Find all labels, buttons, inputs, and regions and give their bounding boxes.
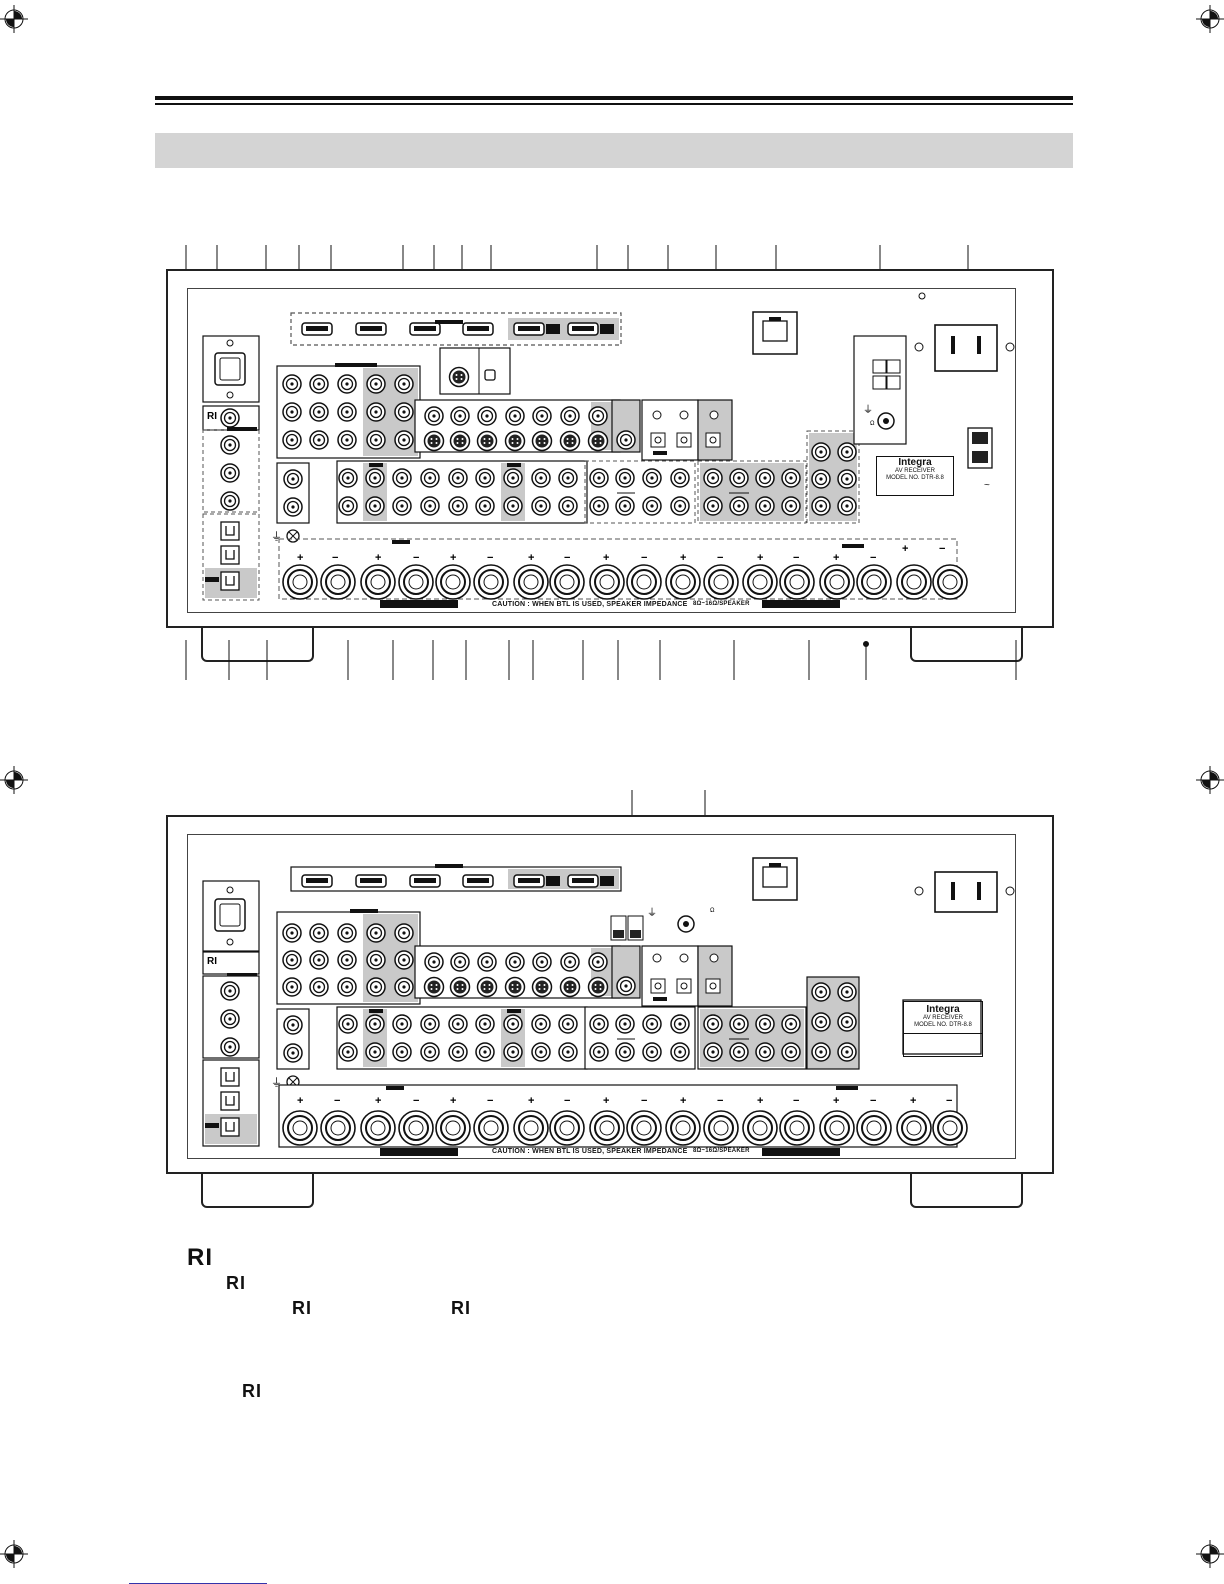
rear-panel-1-inner bbox=[187, 288, 1016, 613]
svg-text:−: − bbox=[717, 552, 723, 564]
svg-text:+: + bbox=[375, 1095, 381, 1107]
svg-text:+: + bbox=[603, 1095, 609, 1107]
brand-logo: Integra bbox=[898, 457, 932, 468]
ohm-label-2: Ω bbox=[710, 908, 715, 914]
registration-mark-icon bbox=[0, 766, 28, 794]
registration-mark-icon bbox=[0, 1540, 28, 1568]
panel-2-foot-left bbox=[201, 1174, 314, 1208]
svg-text:−: − bbox=[487, 1095, 493, 1107]
svg-text:+: + bbox=[528, 552, 534, 564]
svg-text:−: − bbox=[334, 1095, 340, 1107]
svg-text:+: + bbox=[757, 552, 763, 564]
svg-text:−: − bbox=[793, 552, 799, 564]
brand-logo-2: Integra bbox=[926, 1004, 960, 1015]
svg-text:⏚: ⏚ bbox=[271, 530, 282, 543]
model-label-line1: AV RECEIVER bbox=[895, 468, 935, 474]
svg-text:+: + bbox=[375, 552, 381, 564]
btl-caution-text: CAUTION : WHEN BTL IS USED, SPEAKER IMPE… bbox=[492, 601, 688, 608]
header-rule-thick bbox=[155, 96, 1073, 100]
ohm-label: Ω bbox=[870, 421, 875, 427]
svg-text:−: − bbox=[946, 1095, 952, 1107]
svg-text:+: + bbox=[297, 552, 303, 564]
svg-text:+: + bbox=[680, 552, 686, 564]
svg-text:+: + bbox=[528, 1095, 534, 1107]
svg-text:−: − bbox=[564, 1095, 570, 1107]
svg-text:−: − bbox=[413, 552, 419, 564]
svg-text:+: + bbox=[297, 1095, 303, 1107]
svg-text:RI: RI bbox=[207, 956, 217, 967]
btl-impedance-text: 8Ω~16Ω/SPEAKER bbox=[693, 601, 750, 607]
svg-text:+: + bbox=[680, 1095, 686, 1107]
callout-lines-top bbox=[185, 245, 969, 269]
registration-mark-icon bbox=[1196, 5, 1224, 33]
ri-logo-icon: RI bbox=[242, 1381, 262, 1401]
svg-text:−: − bbox=[641, 552, 647, 564]
svg-text:+: + bbox=[757, 1095, 763, 1107]
btl-caution-text-2: CAUTION : WHEN BTL IS USED, SPEAKER IMPE… bbox=[492, 1148, 688, 1155]
ri-logo-icon: RI bbox=[451, 1298, 471, 1318]
svg-text:+: + bbox=[833, 1095, 839, 1107]
callout-lines-bottom bbox=[185, 640, 1017, 680]
svg-text:−: − bbox=[487, 552, 493, 564]
rear-panel-2-inner bbox=[187, 834, 1016, 1159]
svg-text:−: − bbox=[641, 1095, 647, 1107]
section-heading-band bbox=[155, 133, 1073, 168]
svg-text:⏚: ⏚ bbox=[863, 404, 873, 416]
svg-text:RI: RI bbox=[207, 411, 217, 422]
svg-text:⏚: ⏚ bbox=[271, 1076, 282, 1089]
panel-1-foot-right bbox=[910, 628, 1023, 662]
svg-text:−: − bbox=[793, 1095, 799, 1107]
registration-mark-icon bbox=[1196, 1540, 1224, 1568]
svg-text:−: − bbox=[332, 552, 338, 564]
svg-text:−: − bbox=[939, 543, 945, 555]
panel-2-connectors: RI ⏚ ⏚ Ω bbox=[202, 857, 1015, 1156]
btl-impedance-text-2: 8Ω~16Ω/SPEAKER bbox=[693, 1148, 750, 1154]
svg-text:+: + bbox=[833, 552, 839, 564]
model-label-2-line1: AV RECEIVER bbox=[923, 1015, 963, 1021]
registration-mark-icon bbox=[1196, 766, 1224, 794]
model-label-plate-2: Integra AV RECEIVER MODEL NO. DTR-8.8 bbox=[903, 1001, 983, 1057]
svg-text:+: + bbox=[603, 552, 609, 564]
panel-1-connectors: RI ⏚ bbox=[202, 292, 1015, 608]
svg-text:−: − bbox=[870, 1095, 876, 1107]
ri-logo-icon: RI bbox=[187, 1244, 213, 1271]
panel-2-foot-right bbox=[910, 1174, 1023, 1208]
svg-text:−: − bbox=[564, 552, 570, 564]
ri-logo-icon: RI bbox=[226, 1273, 246, 1293]
model-label-line2: MODEL NO. DTR-8.8 bbox=[886, 475, 944, 482]
svg-text:+: + bbox=[450, 1095, 456, 1107]
svg-text:−: − bbox=[413, 1095, 419, 1107]
header-rule-thin bbox=[155, 103, 1073, 105]
model-label-2-line2: MODEL NO. DTR-8.8 bbox=[914, 1022, 972, 1029]
svg-text:+: + bbox=[450, 552, 456, 564]
svg-text:+: + bbox=[910, 1095, 916, 1107]
svg-text:−: − bbox=[870, 552, 876, 564]
ac-symbol: ~ bbox=[984, 480, 990, 491]
panel-1-foot-left bbox=[201, 628, 314, 662]
ri-logo-icon: RI bbox=[292, 1298, 312, 1318]
model-label-plate: Integra AV RECEIVER MODEL NO. DTR-8.8 bbox=[876, 456, 954, 496]
svg-text:−: − bbox=[717, 1095, 723, 1107]
svg-text:+: + bbox=[902, 543, 908, 555]
registration-mark-icon bbox=[0, 5, 28, 33]
svg-text:⏚: ⏚ bbox=[647, 907, 657, 919]
